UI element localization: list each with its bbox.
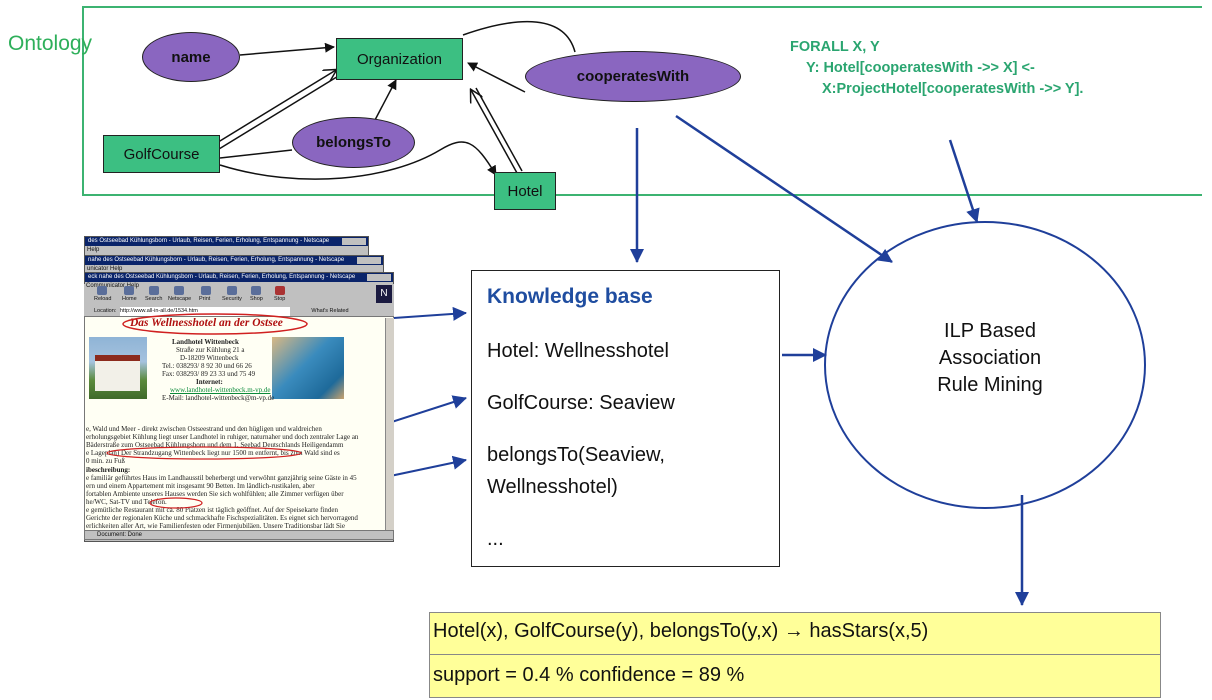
ontology-frame — [82, 6, 1202, 196]
ilp-label: ILP Based Association Rule Mining — [900, 318, 1080, 399]
body-line-1: e, Wald und Meer - direkt zwischen Ostse… — [86, 425, 322, 433]
stop-icon[interactable] — [275, 286, 285, 295]
result-rule: Hotel(x), GolfCourse(y), belongsTo(y,x) … — [433, 620, 929, 642]
browser-toolbar — [84, 284, 394, 308]
body-line-4: e Lageplan) Der Strandzugang Wittenbeck … — [86, 449, 340, 457]
headline-highlight-oval — [122, 313, 308, 335]
toolbar-netscape[interactable]: Netscape — [168, 296, 192, 302]
netscape-logo-icon: N — [376, 285, 392, 303]
window-title-2: nahe des Ostseebad Kühlungsborn - Urlaub… — [85, 256, 383, 265]
netscape-icon[interactable] — [174, 286, 184, 295]
whats-related-link[interactable]: What's Related — [311, 308, 349, 314]
ilp-line-1: ILP Based — [944, 320, 1036, 342]
concept-golfcourse: GolfCourse — [103, 135, 220, 173]
location-input[interactable]: http://www.all-in-all.de/1534.htm — [119, 307, 290, 316]
hotel-building-shape — [95, 355, 140, 391]
search-icon[interactable] — [149, 286, 159, 295]
knowledge-base-title: Knowledge base — [487, 285, 653, 308]
address-tel: Tel.: 038293/ 8 92 30 und 66 26 — [162, 362, 252, 370]
kb-line-belongsto-2: Wellnesshotel) — [487, 476, 618, 498]
result-metrics: support = 0.4 % confidence = 89 % — [433, 664, 745, 686]
window-buttons — [367, 274, 391, 281]
rule-line-1: FORALL X, Y — [790, 39, 880, 55]
body-line-9: fortablen Ambiente unseres Hauses werden… — [86, 490, 344, 498]
toolbar-print[interactable]: Print — [199, 296, 211, 302]
browser-menu: Communicator Help — [86, 283, 140, 289]
window-title-1: des Ostseebad Kühlungsborn - Urlaub, Rei… — [85, 237, 368, 246]
relation-belongsto: belongsTo — [292, 117, 415, 168]
location-label: Location: — [94, 308, 117, 314]
result-divider — [430, 654, 1160, 655]
address-fax: Fax: 038293/ 89 23 33 und 75 49 — [162, 370, 256, 378]
toolbar-reload[interactable]: Reload — [94, 296, 112, 302]
concept-organization: Organization — [336, 38, 463, 80]
body-line-12: Gerichte der regionalen Küche und schmac… — [86, 514, 358, 522]
body-line-3: Bäderstraße zum Ostseebad Kühlungsborn u… — [86, 441, 344, 449]
body-line-6: ibeschreibung: — [86, 466, 131, 474]
webpage-headline: Das Wellnesshotel an der Ostsee — [130, 317, 283, 329]
body-line-8: ern und einem Appartement mit insgesamt … — [86, 482, 315, 490]
window-title-3: eck nahe des Ostseebad Kühlungsborn - Ur… — [85, 273, 393, 282]
rule-text: FORALL X, Y Y: Hotel[cooperatesWith ->> … — [790, 37, 1083, 100]
address-street: Straße zur Kühlung 21 a — [176, 346, 245, 354]
reload-icon[interactable] — [97, 286, 107, 295]
address-internet-label: Internet: — [196, 378, 223, 386]
ilp-line-2: Association — [938, 347, 1042, 369]
window-buttons — [357, 257, 381, 264]
location-bar: Location: http://www.all-in-all.de/1534.… — [84, 307, 394, 316]
ilp-line-3: Rule Mining — [937, 374, 1043, 396]
ontology-label: Ontology — [8, 32, 93, 55]
window-menu: unicator Help — [87, 266, 123, 272]
browser-statusbar: Document: Done — [84, 530, 394, 540]
relation-cooperateswith: cooperatesWith — [525, 51, 741, 102]
toolbar-search[interactable]: Search — [145, 296, 163, 302]
address-email[interactable]: E-Mail: landhotel-wittenbeck@m-vp.de — [162, 394, 275, 402]
security-icon[interactable] — [227, 286, 237, 295]
home-icon[interactable] — [124, 286, 134, 295]
kb-line-golfcourse: GolfCourse: Seaview — [487, 392, 675, 414]
window-menu: Help — [87, 247, 100, 253]
body-line-2: erholungsgebiet Kühlung liegt unser Land… — [86, 433, 359, 441]
relation-name: name — [142, 32, 240, 82]
body-line-5: 0 min. zu Fuß — [86, 457, 125, 465]
body-line-13: erlichkeiten aller Art, wie Familienfest… — [86, 522, 345, 530]
rule-line-3: X:ProjectHotel[cooperatesWith ->> Y]. — [822, 81, 1084, 97]
body-line-7: e familiär geführtes Haus im Landhaussti… — [86, 474, 357, 482]
address-name: Landhotel Wittenbeck — [172, 338, 239, 346]
kb-line-ellipsis: ... — [487, 528, 504, 550]
rule-line-2: Y: Hotel[cooperatesWith ->> X] <- — [806, 60, 1035, 76]
result-box — [429, 612, 1161, 698]
page-scrollbar[interactable] — [385, 318, 394, 530]
shop-icon[interactable] — [251, 286, 261, 295]
toolbar-stop[interactable]: Stop — [274, 296, 286, 302]
address-city: D-18209 Wittenbeck — [180, 354, 239, 362]
body-line-11: e gemütliche Restaurant mit ca. 80 Plätz… — [86, 506, 338, 514]
text-highlight-ovals — [106, 446, 302, 509]
address-website-link[interactable]: www.landhotel-wittenbeck.m-vp.de — [170, 386, 271, 394]
window-buttons — [342, 238, 366, 245]
hotel-pool-photo — [272, 337, 344, 399]
kb-line-belongsto-1: belongsTo(Seaview, — [487, 444, 665, 466]
print-icon[interactable] — [201, 286, 211, 295]
toolbar-home[interactable]: Home — [122, 296, 137, 302]
toolbar-shop[interactable]: Shop — [250, 296, 263, 302]
concept-hotel: Hotel — [494, 172, 556, 210]
knowledge-base-box — [471, 270, 780, 567]
body-line-10: he/WC, Sat-TV und Telefon. — [86, 498, 167, 506]
kb-line-hotel: Hotel: Wellnesshotel — [487, 340, 669, 362]
toolbar-security[interactable]: Security — [222, 296, 242, 302]
